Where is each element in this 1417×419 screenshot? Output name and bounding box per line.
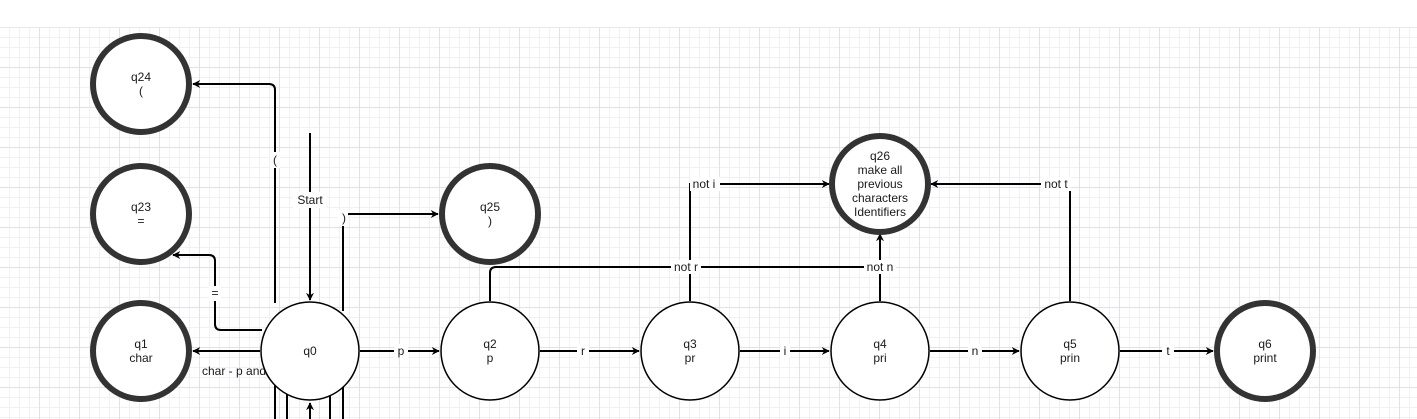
- label-q5-q26: not t: [1044, 177, 1068, 191]
- state-q2[interactable]: q2p: [440, 301, 540, 401]
- state-label-q26-line-4: Identifiers: [854, 205, 906, 219]
- edge-q5-q26[interactable]: [930, 180, 1071, 301]
- state-q23[interactable]: q23=: [90, 163, 192, 265]
- state-label-q4-line-1: pri: [873, 351, 886, 365]
- label-start: Start: [297, 193, 323, 207]
- label-q0-q24: (: [273, 153, 277, 167]
- state-circle-q2[interactable]: [440, 301, 540, 401]
- state-label-q3-line-1: pr: [685, 351, 696, 365]
- state-label-q4-line-0: q4: [873, 337, 887, 351]
- state-label-q3-line-0: q3: [683, 337, 697, 351]
- state-label-q23-line-0: q23: [131, 200, 151, 214]
- state-label-q1-line-1: char: [129, 351, 152, 365]
- state-circle-q4[interactable]: [830, 301, 930, 401]
- edge-q2-q26[interactable]: [489, 266, 880, 301]
- state-circle-q5[interactable]: [1020, 301, 1120, 401]
- state-q0[interactable]: q0: [260, 301, 360, 401]
- state-circle-q3[interactable]: [640, 301, 740, 401]
- state-label-q2-line-1: p: [487, 351, 494, 365]
- state-label-q25-line-1: ): [488, 214, 492, 228]
- state-label-q6-line-1: print: [1253, 351, 1277, 365]
- label-q4-q26: not n: [867, 260, 894, 274]
- edge-q0-q24[interactable]: [192, 80, 276, 303]
- label-q5-q6: t: [1166, 344, 1170, 358]
- state-label-q24-line-1: (: [139, 84, 143, 98]
- label-q3-q26: not i: [693, 177, 716, 191]
- state-circle-q23[interactable]: [90, 163, 192, 265]
- label-q0-q23: =: [211, 286, 218, 300]
- state-label-q26-line-2: previous: [857, 177, 902, 191]
- state-circle-q26[interactable]: [829, 133, 931, 235]
- edge-q3-q26[interactable]: [689, 180, 830, 301]
- state-label-q0-line-0: q0: [303, 344, 317, 358]
- state-label-q1-line-0: q1: [134, 337, 148, 351]
- state-label-q26-line-0: q26: [870, 149, 890, 163]
- label-q3-q4: i: [784, 344, 787, 358]
- state-label-q5-line-0: q5: [1063, 337, 1077, 351]
- state-q25[interactable]: q25): [439, 163, 541, 265]
- state-diagram: ( = Start ) char - p and v p r i n t not…: [90, 33, 1316, 419]
- state-label-q26-line-1: make all: [858, 163, 903, 177]
- label-q0-q1: char - p and v: [202, 364, 275, 378]
- state-circle-q6[interactable]: [1214, 300, 1316, 402]
- state-label-q6-line-0: q6: [1258, 337, 1272, 351]
- state-circle-q24[interactable]: [90, 33, 192, 135]
- label-q0-q25: ): [342, 211, 346, 225]
- edge-q0-q25[interactable]: [342, 210, 439, 311]
- state-label-q26-line-3: characters: [852, 191, 908, 205]
- state-label-q5-line-1: prin: [1060, 351, 1080, 365]
- state-label-q25-line-0: q25: [480, 200, 500, 214]
- state-circle-q1[interactable]: [90, 300, 192, 402]
- label-q0-q2: p: [398, 344, 405, 358]
- label-q2-q3: r: [581, 344, 585, 358]
- state-q24[interactable]: q24(: [90, 33, 192, 135]
- state-label-q2-line-0: q2: [483, 337, 497, 351]
- diagram-canvas: ( = Start ) char - p and v p r i n t not…: [0, 27, 1417, 419]
- label-q4-q5: n: [972, 344, 979, 358]
- state-circle-q0[interactable]: [260, 301, 360, 401]
- state-label-q23-line-1: =: [137, 214, 144, 228]
- state-circle-q25[interactable]: [439, 163, 541, 265]
- label-q2-q26: not r: [674, 260, 698, 274]
- state-label-q24-line-0: q24: [131, 70, 151, 84]
